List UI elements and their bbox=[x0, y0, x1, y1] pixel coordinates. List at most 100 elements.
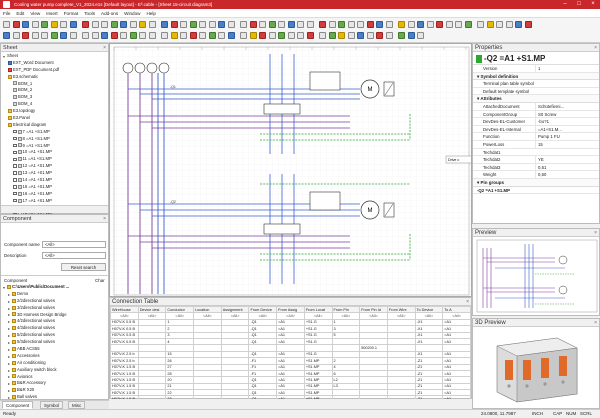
panel-close-icon[interactable]: × bbox=[594, 45, 597, 51]
panel-close-icon[interactable]: × bbox=[103, 45, 106, 51]
toolbar-button[interactable] bbox=[417, 21, 424, 28]
collapse-icon[interactable]: ▾ bbox=[477, 179, 481, 185]
toolbar-button[interactable] bbox=[398, 21, 405, 28]
menu-window[interactable]: Window bbox=[124, 11, 141, 16]
sheet-tree-item[interactable]: E3.schematic bbox=[3, 74, 106, 81]
toolbar-button[interactable] bbox=[12, 32, 20, 39]
toolbar-button[interactable] bbox=[180, 32, 187, 39]
toolbar-button[interactable] bbox=[170, 21, 178, 28]
toolbar-button[interactable] bbox=[91, 32, 99, 39]
toolbar-button[interactable] bbox=[328, 32, 336, 39]
component-tree-item[interactable]: ▸4/3directional valves bbox=[3, 325, 107, 332]
sheet-tree-item[interactable]: BOM_1 bbox=[3, 81, 106, 88]
property-value[interactable]: Pump 1 FU bbox=[535, 133, 591, 140]
component-tree-root[interactable]: ▾C:\Users\Public\Document ... bbox=[3, 284, 107, 291]
toolbar-button[interactable] bbox=[426, 21, 434, 28]
sheet-tree-item[interactable]: 12 =A1 +S1.MP bbox=[3, 163, 106, 170]
property-row[interactable]: DevDes-EL-Customer-bo?1 bbox=[473, 118, 599, 126]
sheet-tree-item[interactable]: 14 =A1 +S1.MP bbox=[3, 177, 106, 184]
collapse-icon[interactable]: ▾ bbox=[477, 96, 481, 102]
sheet-tree-item[interactable]: 16 =A1 +S1.MP bbox=[3, 191, 106, 198]
toolbar-button[interactable] bbox=[486, 21, 494, 28]
expand-icon[interactable]: ▸ bbox=[8, 360, 11, 366]
toolbar-button[interactable] bbox=[366, 21, 374, 28]
pin-group-row[interactable]: -Q2 =A1 +S1.MP bbox=[473, 187, 599, 195]
component-tree-item[interactable]: ▸3/2directional valves bbox=[3, 305, 107, 312]
toolbar-button[interactable] bbox=[259, 21, 266, 28]
toolbar-button[interactable] bbox=[477, 21, 484, 28]
component-tree-item[interactable]: ▸Accessories bbox=[3, 353, 107, 360]
component-tree-item[interactable]: ▸3D Harness Design Bridge bbox=[3, 312, 107, 319]
sheet-tree-item[interactable]: E3.Panel bbox=[3, 115, 106, 122]
expand-icon[interactable]: ▸ bbox=[8, 298, 11, 304]
table-row[interactable]: 500200.1 bbox=[110, 344, 471, 352]
schematic-canvas[interactable]: M bbox=[109, 43, 472, 297]
toolbar-button[interactable] bbox=[12, 21, 20, 28]
toolbar-button[interactable] bbox=[319, 21, 326, 28]
toolbar-button[interactable] bbox=[240, 32, 247, 39]
toolbar-button[interactable] bbox=[338, 21, 345, 28]
toolbar-button[interactable] bbox=[170, 32, 178, 39]
component-tree-item[interactable]: ▸B&R X20 bbox=[3, 387, 107, 394]
sheet-tree-item[interactable]: 15 =A1 +S1.MP bbox=[3, 184, 106, 191]
checkbox-icon[interactable] bbox=[13, 150, 17, 155]
toolbar-button[interactable] bbox=[129, 32, 137, 39]
toolbar-button[interactable] bbox=[376, 21, 383, 28]
toolbar-button[interactable] bbox=[31, 21, 39, 28]
toolbar-button[interactable] bbox=[505, 21, 513, 28]
tab-misc[interactable]: Misc bbox=[68, 401, 86, 409]
panel-close-icon[interactable]: × bbox=[103, 216, 106, 222]
toolbar-button[interactable] bbox=[69, 32, 77, 39]
tab-symbol[interactable]: Symbol bbox=[40, 401, 64, 409]
property-row[interactable]: Techdat1 bbox=[473, 149, 599, 157]
component-tree-item[interactable]: ▸Ball valves bbox=[3, 394, 107, 401]
toolbar-button[interactable] bbox=[464, 21, 472, 28]
toolbar-button[interactable] bbox=[319, 32, 326, 39]
toolbar-button[interactable] bbox=[227, 21, 235, 28]
expand-icon[interactable]: ▸ bbox=[8, 395, 11, 401]
maximize-icon[interactable]: □ bbox=[577, 1, 581, 7]
checkbox-icon[interactable] bbox=[13, 185, 17, 189]
menu-view[interactable]: View bbox=[30, 11, 41, 16]
sheet-tree-item[interactable]: EXT_Word Document bbox=[3, 60, 106, 67]
collapse-icon[interactable]: ▾ bbox=[477, 73, 481, 79]
toolbar-button[interactable] bbox=[376, 32, 383, 39]
property-value[interactable]: S0 Screw bbox=[535, 110, 591, 118]
toolbar-button[interactable] bbox=[287, 32, 295, 39]
toolbar-button[interactable] bbox=[69, 21, 77, 28]
property-value[interactable]: Schütefiemi... bbox=[535, 102, 591, 110]
toolbar-button[interactable] bbox=[496, 21, 503, 28]
checkbox-icon[interactable] bbox=[13, 129, 17, 134]
component-name-input[interactable]: <All> bbox=[42, 241, 106, 248]
toolbar-button[interactable] bbox=[41, 21, 48, 28]
toolbar-button[interactable] bbox=[139, 32, 146, 39]
expand-icon[interactable]: ▸ bbox=[8, 353, 11, 359]
property-value[interactable]: 0,51 bbox=[535, 163, 591, 171]
toolbar-button[interactable] bbox=[129, 21, 137, 28]
expand-icon[interactable]: ▸ bbox=[8, 291, 11, 297]
expand-icon[interactable]: ▸ bbox=[8, 319, 11, 325]
toolbar-button[interactable] bbox=[249, 21, 257, 28]
component-tree-item[interactable]: ▸Auxiliary switch block bbox=[3, 367, 107, 374]
expand-icon[interactable]: ▸ bbox=[8, 333, 11, 339]
toolbar-button[interactable] bbox=[357, 21, 364, 28]
column-header[interactable]: To A bbox=[442, 306, 471, 314]
toolbar-button[interactable] bbox=[180, 21, 187, 28]
property-row[interactable]: Terminal plan table symbol bbox=[473, 80, 599, 88]
expand-icon[interactable]: ▾ bbox=[3, 284, 6, 290]
toolbar-button[interactable] bbox=[306, 32, 314, 39]
section-pin-groups[interactable]: ▾ Pin groups bbox=[473, 178, 599, 187]
toolbar-button[interactable] bbox=[417, 32, 424, 39]
component-tree-item[interactable]: ▸Demo bbox=[3, 291, 107, 298]
toolbar-button[interactable] bbox=[110, 32, 118, 39]
toolbar-button[interactable] bbox=[218, 32, 225, 39]
close-icon[interactable]: × bbox=[591, 1, 595, 7]
toolbar-button[interactable] bbox=[3, 32, 10, 39]
